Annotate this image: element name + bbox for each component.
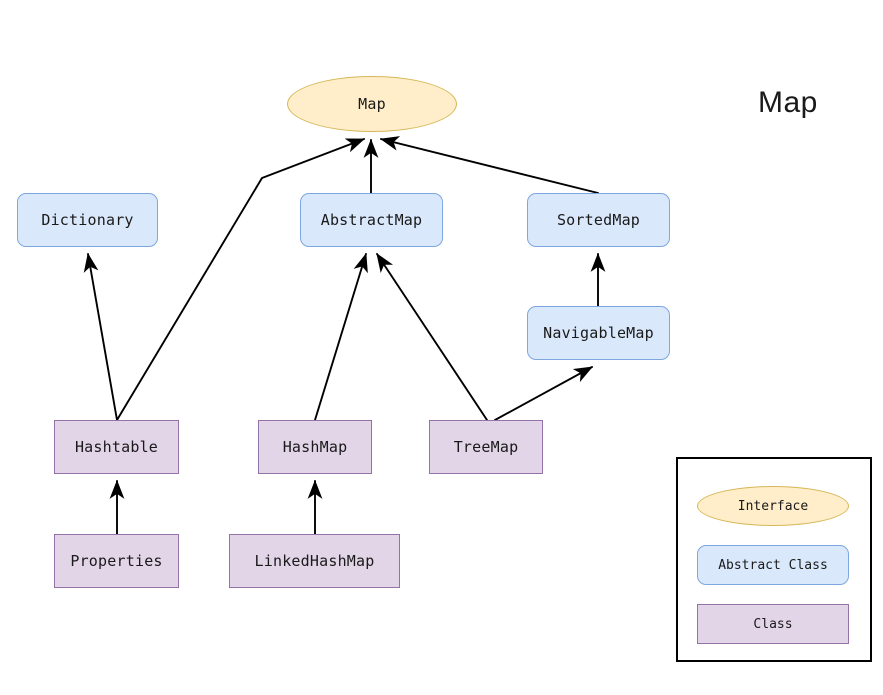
edge-treemap-to-navigablemap [494,366,594,421]
legend-item-label: Class [753,616,793,632]
node-label: LinkedHashMap [254,552,375,570]
edge-hashmap-to-abstractmap [314,252,368,421]
edge-treemap-to-abstractmap [376,253,488,421]
node-sortedmap[interactable]: SortedMap [527,193,670,247]
node-label: Dictionary [41,211,134,229]
node-dictionary[interactable]: Dictionary [17,193,158,247]
legend-item-class: Class [697,604,849,644]
node-label: TreeMap [453,438,519,456]
node-properties[interactable]: Properties [54,534,179,588]
node-label: SortedMap [556,211,641,229]
page-title: Map [758,86,818,119]
node-label: AbstractMap [320,211,423,229]
node-label: HashMap [282,438,348,456]
node-label: Hashtable [74,438,159,456]
edge-hashtable-to-map [116,138,366,421]
inheritance-edges [83,136,606,535]
node-hashtable[interactable]: Hashtable [54,420,179,474]
node-treemap[interactable]: TreeMap [429,420,543,474]
node-label: NavigableMap [543,324,654,342]
legend-item-abstract-class: Abstract Class [697,545,849,585]
node-map[interactable]: Map [287,76,457,132]
edge-sortedmap-to-map [379,136,599,194]
node-linkedhashmap[interactable]: LinkedHashMap [229,534,400,588]
node-abstractmap[interactable]: AbstractMap [300,193,443,247]
node-hashmap[interactable]: HashMap [258,420,372,474]
legend-item-label: Interface [737,498,809,514]
legend-item-interface: Interface [697,486,849,526]
node-navigablemap[interactable]: NavigableMap [527,306,670,360]
node-label: Map [358,95,386,113]
edge-hashtable-to-dictionary [83,252,118,421]
node-label: Properties [70,552,163,570]
legend-item-label: Abstract Class [718,557,828,573]
